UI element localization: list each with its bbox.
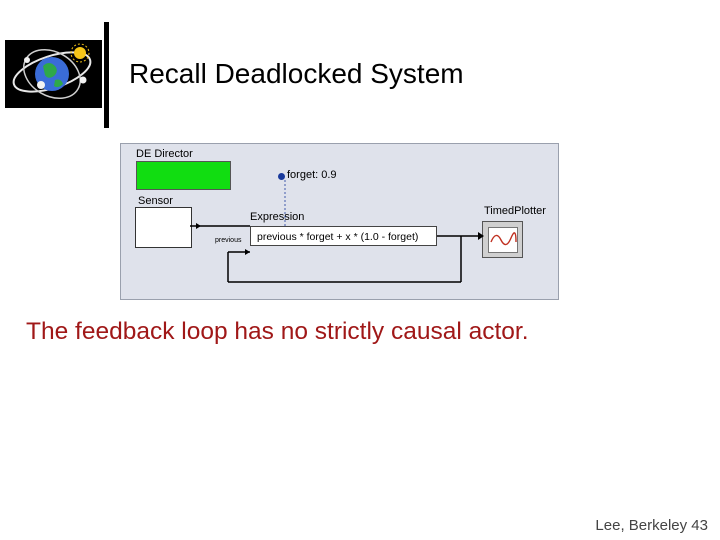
sensor-label: Sensor <box>138 195 173 207</box>
slide-footer: Lee, Berkeley 43 <box>595 517 708 534</box>
model-diagram: DE Director forget: 0.9 Sensor Expressio… <box>120 143 559 300</box>
slide-caption: The feedback loop has no strictly causal… <box>26 318 529 345</box>
director-label: DE Director <box>136 148 193 160</box>
ptolemy-globe-logo-icon <box>5 40 102 108</box>
title-divider <box>104 22 109 128</box>
sine-wave-icon <box>490 232 517 246</box>
parameter-label[interactable]: forget: 0.9 <box>287 169 337 181</box>
expression-actor[interactable]: previous * forget + x * (1.0 - forget) <box>250 226 437 246</box>
plot-screen <box>488 227 518 253</box>
sensor-actor[interactable] <box>135 207 192 248</box>
de-director-block[interactable] <box>136 161 231 190</box>
timed-plotter-actor[interactable] <box>482 221 523 258</box>
plotter-label: TimedPlotter <box>484 205 546 217</box>
connection-wires <box>190 180 484 283</box>
port-label: previous <box>215 237 242 244</box>
expression-label: Expression <box>250 211 305 223</box>
parameter-dot-icon <box>278 173 285 180</box>
slide-title: Recall Deadlocked System <box>129 58 464 89</box>
